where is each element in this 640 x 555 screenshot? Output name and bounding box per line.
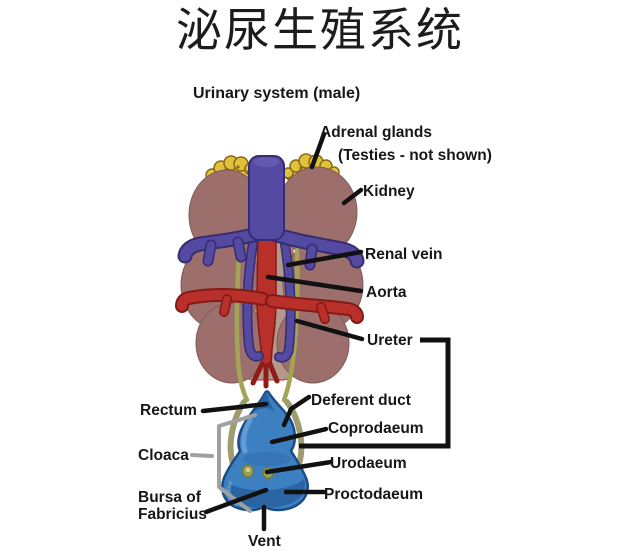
- label-adrenal-glands: Adrenal glands: [320, 124, 432, 141]
- pointer-renal-vein: [285, 249, 364, 268]
- pointer-aorta: [265, 274, 364, 294]
- cloaca-bracket: [190, 413, 257, 513]
- figure-subtitle: Urinary system (male): [193, 85, 361, 102]
- label-deferent-duct: Deferent duct: [311, 392, 411, 409]
- label-rectum: Rectum: [140, 402, 197, 419]
- aorta-shape: [250, 213, 280, 389]
- pointer-coprodaeum: [269, 426, 329, 445]
- label-aorta: Aorta: [366, 284, 407, 301]
- pointer-rectum: [200, 401, 269, 414]
- renal-veins-shape: [177, 155, 365, 363]
- page-title: 泌尿生殖系统: [176, 5, 464, 56]
- label-urodaeum: Urodaeum: [330, 455, 407, 472]
- label-ureter: Ureter: [367, 332, 413, 349]
- label-kidney: Kidney: [363, 183, 415, 200]
- label-testes-note: (Testies - not shown): [338, 147, 492, 164]
- pointer-ureter: [294, 318, 365, 342]
- pointer-kidney: [341, 187, 364, 206]
- label-bursa-line2: Fabricius: [138, 506, 207, 523]
- label-bursa-line1: Bursa of: [138, 489, 201, 506]
- label-renal-vein: Renal vein: [365, 246, 443, 263]
- iliac-arteries-shape: [175, 288, 364, 324]
- pointer-bursa: [203, 487, 269, 515]
- pointer-adrenal-glands: [309, 131, 327, 170]
- label-proctodaeum: Proctodaeum: [324, 486, 424, 503]
- pointer-urodaeum: [264, 459, 334, 475]
- pointer-deferent-duct: [281, 394, 312, 428]
- vena-cava-trunk: [248, 155, 285, 241]
- label-cloaca: Cloaca: [138, 447, 189, 464]
- label-bursa-of-fabricius: Bursa of Fabricius: [138, 489, 207, 523]
- label-vent: Vent: [248, 533, 281, 550]
- ureter-coprodaeum-bracket: [299, 337, 451, 449]
- label-coprodaeum: Coprodaeum: [328, 420, 424, 437]
